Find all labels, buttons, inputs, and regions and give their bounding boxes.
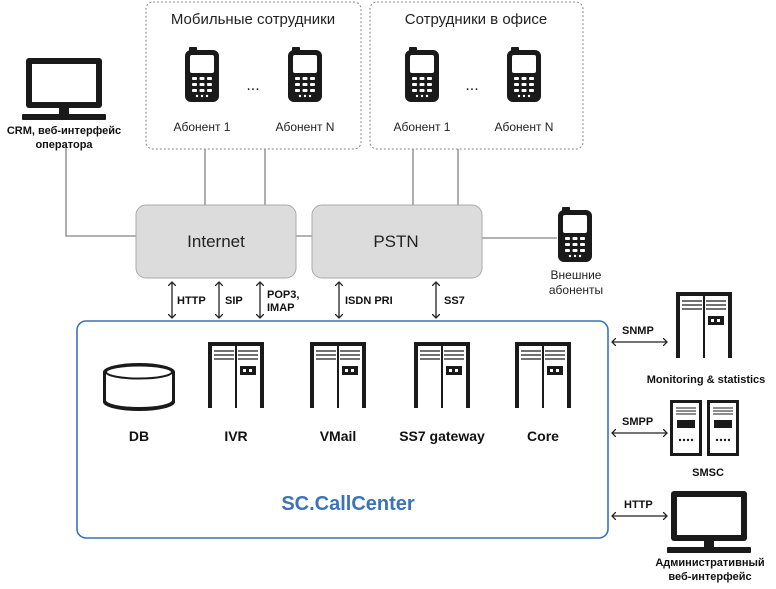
monitoring-server-icon [675,291,733,359]
operator-label: оператора [35,139,93,151]
smpp-label: SMPP [622,416,653,428]
component-ivr-label: IVR [224,428,247,444]
subscriber-label: Абонент 1 [394,120,451,134]
side-arrows [612,342,667,516]
connector-lines [65,146,557,239]
operator-monitor-icon [22,58,106,120]
ivr-server-icon [207,341,265,409]
ellipsis: ... [246,77,259,94]
callcenter-title: SC.CallCenter [281,493,415,515]
internet-cloud [135,204,297,279]
pstn-label: PSTN [373,232,418,251]
smsc-label: SMSC [692,467,724,479]
protocol-ss7-label: SS7 [444,295,465,307]
snmp-label: SNMP [622,325,654,337]
monitoring-label: Monitoring & statistics [647,374,766,386]
pstn-cloud [311,204,483,279]
component-vmail-label: VMail [320,428,357,444]
subscriber-label: Абонент N [495,120,554,134]
mobile-phone-icon [288,47,322,102]
db-cylinder-icon [103,363,175,411]
mobile-phone-icon [405,47,439,102]
subscriber-label: Абонент N [276,120,335,134]
group-mobile-title: Мобильные сотрудники [171,11,335,28]
component-core-label: Core [527,428,559,444]
mobile-phone-icon [507,47,541,102]
component-ss7-gateway-label: SS7 gateway [399,428,485,444]
protocol-http-label: HTTP [177,295,206,307]
admin-http-label: HTTP [624,499,653,511]
smsc-tower-icon [706,399,740,457]
internet-label: Internet [187,232,245,251]
admin-monitor-icon [667,491,751,553]
external-label: Внешние [551,268,602,282]
group-office-box [369,1,584,150]
admin-label: Административный [655,557,764,569]
mobile-phone-icon [185,47,219,102]
external-label: абоненты [549,283,603,297]
subscriber-label: Абонент 1 [174,120,231,134]
protocol-pop3-label: POP3, [267,289,299,301]
protocol-arrows [172,282,436,318]
component-db-label: DB [129,428,149,444]
ellipsis: ... [465,77,478,94]
smsc-tower-icon [669,399,703,457]
operator-label: CRM, веб-интерфейс [7,125,121,137]
protocol-sip-label: SIP [225,295,243,307]
protocol-imap-label: IMAP [267,302,295,314]
group-office-title: Сотрудники в офисе [405,11,547,28]
group-mobile-box [145,1,362,150]
external-phone-icon [558,207,592,262]
protocol-isdn-label: ISDN PRI [345,295,393,307]
vmail-server-icon [309,341,367,409]
admin-label: веб-интерфейс [668,571,751,583]
ss7-gateway-server-icon [413,341,471,409]
core-server-icon [514,341,572,409]
